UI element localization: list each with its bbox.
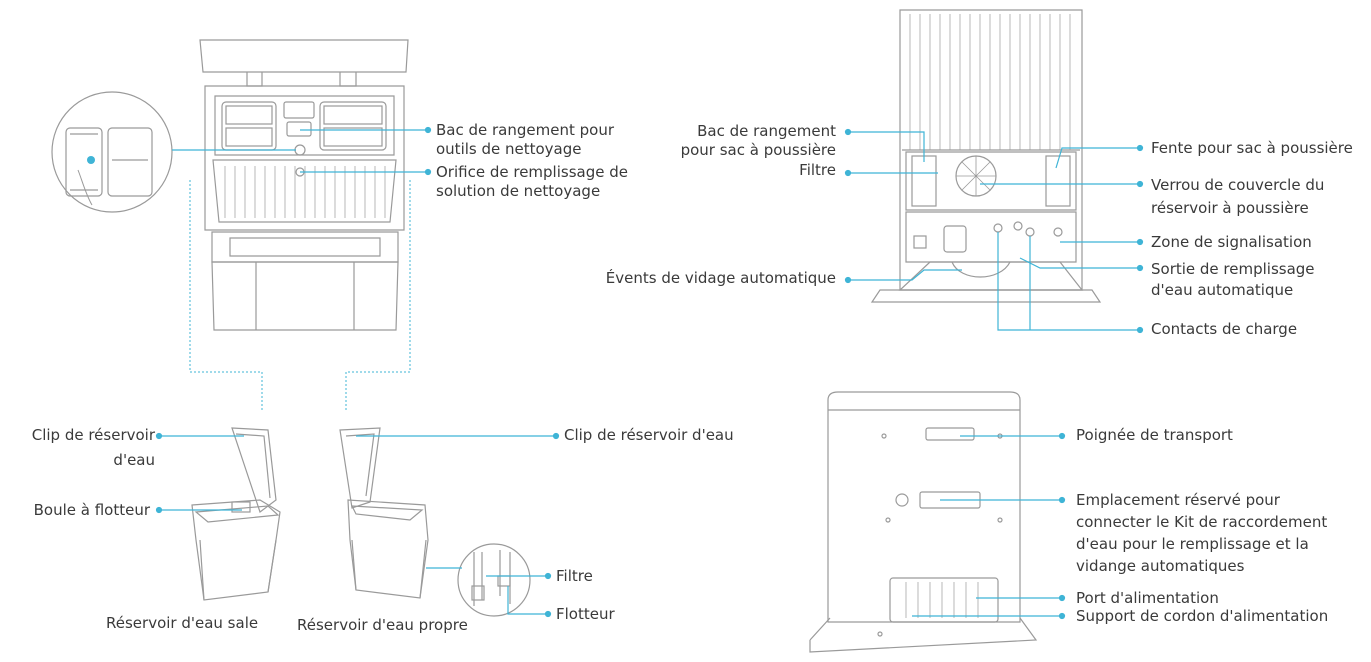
inset-detail — [51, 91, 173, 213]
inset-star-marker — [87, 156, 95, 164]
label-clip-sale: Clip de réservoir d'eau — [32, 426, 155, 470]
label-zone: Zone de signalisation — [1151, 233, 1312, 251]
label-orifice: Orifice de remplissage de solution de ne… — [436, 163, 628, 201]
callouts-bottom-right — [912, 432, 1066, 620]
station-front-view — [870, 9, 1102, 303]
label-reservoir-sale: Réservoir d'eau sale — [106, 614, 259, 632]
label-filtre-reservoir: Filtre — [556, 567, 593, 585]
label-events: Évents de vidage automatique — [605, 269, 836, 287]
label-line: d'eau automatique — [1151, 281, 1294, 299]
callouts-top-right — [844, 128, 1144, 334]
label-bac-sac: Bac de rangement pour sac à poussière — [681, 122, 836, 160]
label-boule: Boule à flotteur — [33, 501, 150, 519]
callouts-top-left — [300, 126, 432, 176]
dashed-connectors — [189, 180, 411, 410]
station-top-view — [199, 39, 409, 331]
label-bac-outils: Bac de rangement pour outils de nettoyag… — [436, 121, 614, 159]
label-clip-propre: Clip de réservoir d'eau — [564, 426, 734, 444]
label-line: d'eau — [113, 451, 155, 469]
label-line: Bac de rangement — [697, 122, 836, 140]
label-fente: Fente pour sac à poussière — [1151, 139, 1353, 157]
label-line: solution de nettoyage — [436, 182, 601, 200]
label-line: pour sac à poussière — [680, 141, 836, 159]
label-line: Verrou de couvercle du — [1151, 176, 1325, 194]
label-port: Port d'alimentation — [1076, 589, 1219, 607]
label-contacts: Contacts de charge — [1151, 320, 1298, 338]
label-line: vidange automatiques — [1076, 557, 1245, 575]
label-line: Orifice de remplissage de — [436, 163, 628, 181]
label-line: Sortie de remplissage — [1151, 260, 1315, 278]
label-line: Clip de réservoir — [31, 426, 155, 444]
label-poignee: Poignée de transport — [1076, 426, 1233, 444]
label-flotteur: Flotteur — [556, 605, 615, 623]
label-reservoir-propre: Réservoir d'eau propre — [297, 616, 468, 634]
label-sortie: Sortie de remplissage d'eau automatique — [1151, 260, 1315, 300]
callouts-bottom-left — [155, 432, 560, 618]
label-emplacement: Emplacement réservé pour connecter le Ki… — [1076, 491, 1327, 576]
label-line: outils de nettoyage — [436, 140, 582, 158]
label-line: Emplacement réservé pour — [1076, 491, 1280, 509]
label-line: réservoir à poussière — [1151, 199, 1309, 217]
station-back-view — [809, 391, 1038, 653]
float-detail — [457, 543, 531, 617]
label-line: Bac de rangement pour — [436, 121, 615, 139]
label-line: d'eau pour le remplissage et la — [1076, 535, 1309, 553]
dirty-tank — [191, 427, 281, 601]
label-verrou: Verrou de couvercle du réservoir à pouss… — [1151, 176, 1324, 218]
clean-tank — [339, 427, 429, 599]
label-line: connecter le Kit de raccordement — [1076, 513, 1328, 531]
label-filtre-station: Filtre — [799, 161, 836, 179]
label-support: Support de cordon d'alimentation — [1076, 607, 1329, 625]
